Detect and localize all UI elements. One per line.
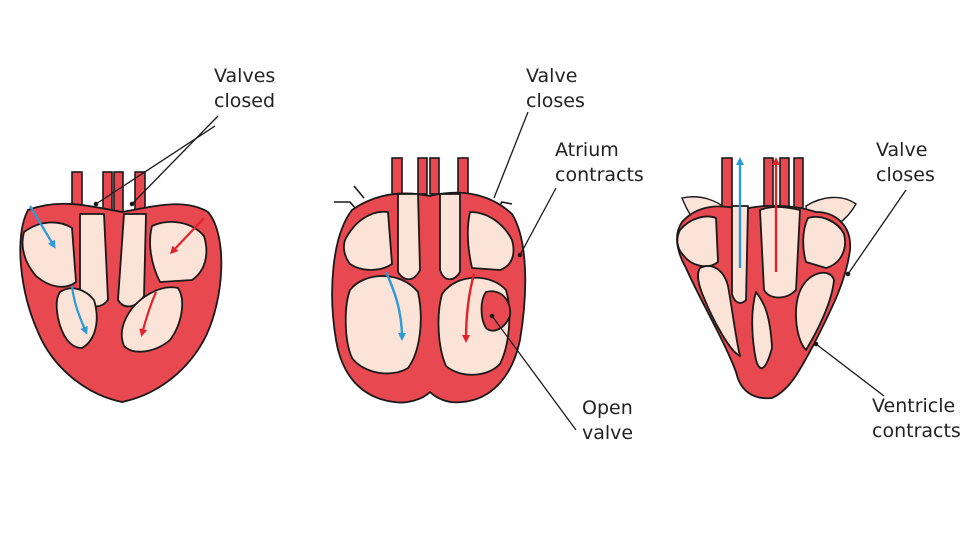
septum-gap [751, 291, 773, 370]
label-line: closes [526, 90, 585, 112]
right-atrium [343, 210, 393, 271]
valve-flap [353, 185, 365, 199]
heart-diastole [19, 115, 223, 403]
vessel [721, 157, 733, 209]
label-valve-closes-stage2: Valve closes [526, 64, 585, 114]
right-ventricle [697, 265, 741, 357]
vessel [113, 171, 124, 215]
label-line: Open [582, 397, 633, 419]
aorta-channel [397, 193, 421, 281]
label-line: Atrium [555, 139, 619, 161]
vessel [779, 157, 790, 209]
leader-line [519, 187, 557, 256]
vessel [793, 157, 804, 209]
leader-line [131, 115, 219, 205]
pulmonary-channel [117, 213, 147, 308]
oxygenated-flow-arrow [462, 273, 476, 343]
right-ventricle [344, 275, 422, 375]
deoxygenated-flow-arrow [384, 271, 406, 341]
label-open-valve: Open valve [582, 396, 633, 446]
deoxygenated-flow-arrow [29, 205, 56, 249]
leader-line [815, 343, 885, 397]
left-ventricle [120, 286, 184, 353]
oxygenated-flow-arrow [169, 217, 205, 255]
leader-line [491, 315, 577, 431]
right-atrium [21, 221, 77, 288]
label-atrium-contracts: Atrium contracts [555, 138, 644, 188]
vessel [457, 157, 469, 195]
label-line: Ventricle [872, 395, 956, 417]
vessel [102, 171, 113, 215]
pulmonary-channel [439, 193, 461, 281]
leader-line [847, 189, 907, 275]
label-line: closes [876, 164, 935, 186]
label-ventricle-contracts: Ventricle contracts [872, 394, 961, 444]
leader-line [493, 111, 529, 199]
heart-atrial-systole [331, 111, 577, 431]
label-line: Valve [876, 139, 928, 161]
vessel [417, 157, 428, 195]
label-line: contracts [555, 164, 644, 186]
pulmonary-channel [759, 206, 801, 299]
label-line: Valve [526, 65, 578, 87]
left-ventricle [795, 271, 835, 351]
vessel [763, 157, 774, 209]
heart-ventricular-systole [676, 157, 907, 400]
label-valve-closes-stage3: Valve closes [876, 138, 935, 188]
deoxygenated-flow-arrow [70, 285, 88, 335]
label-line: closed [214, 90, 275, 112]
oxygenated-flow-arrow [139, 291, 158, 337]
label-valves-closed: Valves closed [214, 64, 275, 114]
label-line: valve [582, 422, 634, 444]
left-atrium [802, 216, 846, 269]
left-atrium [466, 211, 515, 271]
label-line: Valves [214, 65, 276, 87]
vessel [391, 157, 403, 195]
left-atrium [149, 221, 208, 283]
vessel [429, 157, 440, 195]
label-line: contracts [872, 420, 961, 442]
open-valve-flap [480, 290, 512, 332]
